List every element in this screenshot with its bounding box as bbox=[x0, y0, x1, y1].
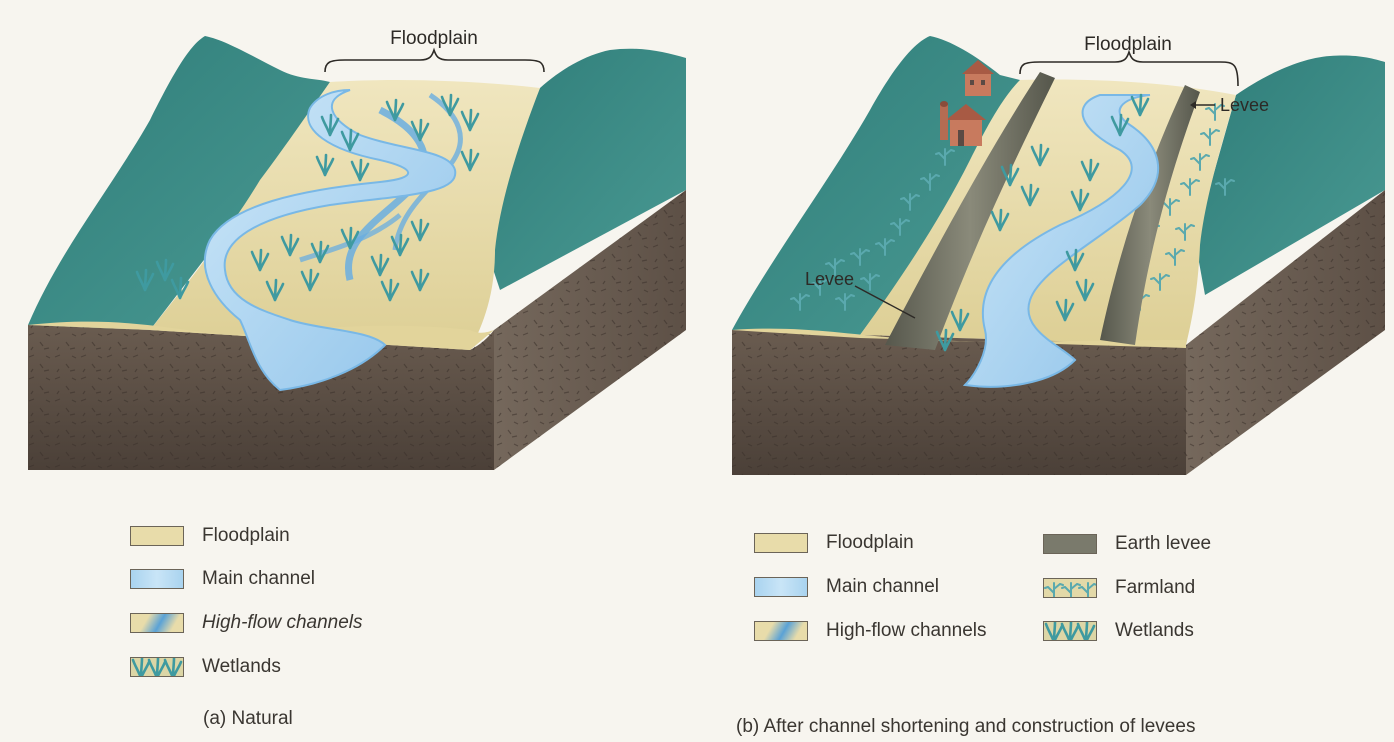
caption-b: (b) After channel shortening and constru… bbox=[736, 716, 1195, 738]
main-channel-swatch bbox=[130, 569, 184, 589]
panel-b-modified: Floodplain Levee Levee bbox=[732, 34, 1385, 475]
levee-label-left: Levee bbox=[805, 269, 854, 289]
levee-label-right: Levee bbox=[1220, 95, 1269, 115]
legend-label: Floodplain bbox=[826, 532, 914, 554]
main-channel-swatch bbox=[754, 577, 808, 597]
high-flow-swatch bbox=[130, 613, 184, 633]
floodplain-swatch bbox=[130, 526, 184, 546]
floodplain-swatch bbox=[754, 533, 808, 553]
legend-label: Wetlands bbox=[202, 656, 281, 678]
legend-label: High-flow channels bbox=[202, 612, 363, 634]
legend-label: Farmland bbox=[1115, 577, 1195, 599]
legend-item-earth-levee: Earth levee bbox=[1043, 533, 1211, 555]
legend-item-high-flow: High-flow channels bbox=[754, 620, 987, 642]
legend-item-main-channel: Main channel bbox=[130, 568, 315, 590]
floodplain-top-label-b: Floodplain bbox=[1084, 34, 1172, 55]
legend-item-wetlands: Wetlands bbox=[130, 656, 281, 678]
legend-label: Floodplain bbox=[202, 525, 290, 547]
wetlands-swatch bbox=[130, 657, 184, 677]
caption-a: (a) Natural bbox=[203, 708, 293, 730]
floodplain-top-label-a: Floodplain bbox=[390, 28, 478, 49]
wetlands-swatch bbox=[1043, 621, 1097, 641]
legend-item-high-flow: High-flow channels bbox=[130, 612, 363, 634]
legend-item-farmland: Farmland bbox=[1043, 577, 1195, 599]
legend-label: Wetlands bbox=[1115, 620, 1194, 642]
legend-label: Main channel bbox=[826, 576, 939, 598]
legend-label: High-flow channels bbox=[826, 620, 987, 642]
legend-item-floodplain: Floodplain bbox=[130, 525, 290, 547]
earth-levee-swatch bbox=[1043, 534, 1097, 554]
panel-a-natural: Floodplain bbox=[28, 28, 686, 470]
legend-label: Earth levee bbox=[1115, 533, 1211, 555]
farmland-swatch bbox=[1043, 578, 1097, 598]
high-flow-swatch bbox=[754, 621, 808, 641]
legend-label: Main channel bbox=[202, 568, 315, 590]
legend-item-main-channel: Main channel bbox=[754, 576, 939, 598]
legend-item-wetlands: Wetlands bbox=[1043, 620, 1194, 642]
legend-item-floodplain: Floodplain bbox=[754, 532, 914, 554]
floodplain-brace-a bbox=[325, 50, 544, 72]
